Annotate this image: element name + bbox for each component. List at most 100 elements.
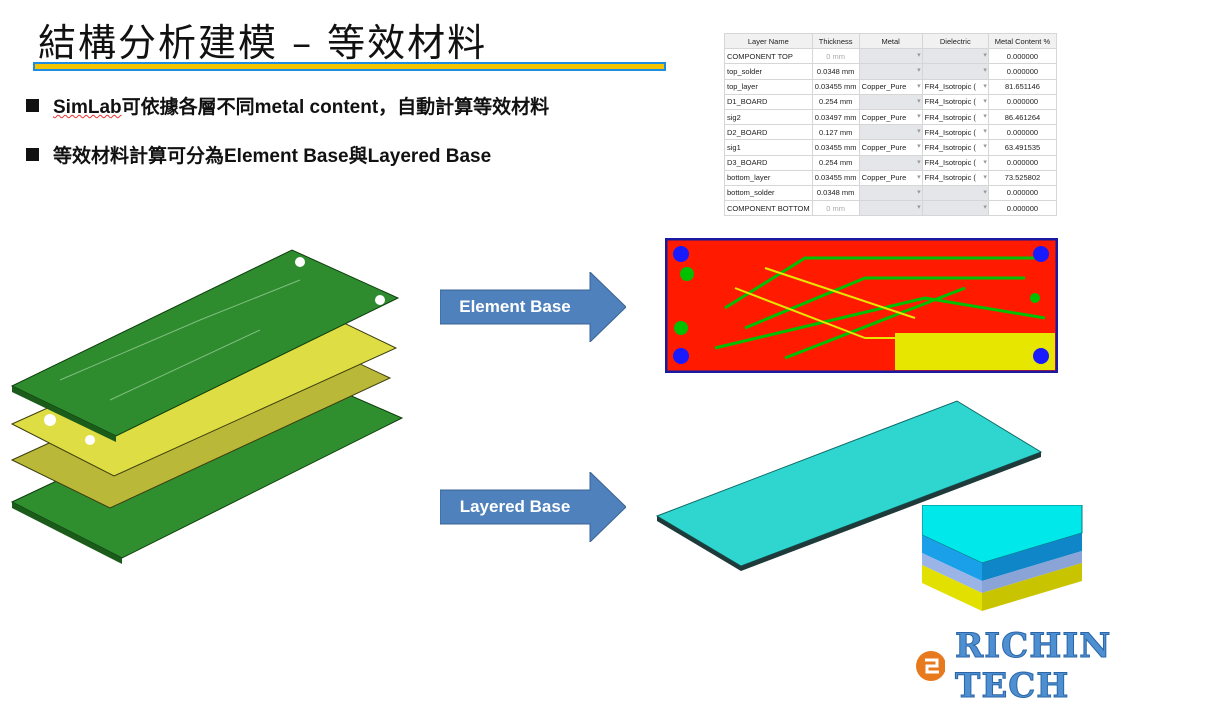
dielectric-select[interactable]: FR4_Isotropic ( ▾: [921, 78, 989, 95]
metal-content-cell: 0.000000: [987, 48, 1057, 65]
chevron-down-icon[interactable]: ▾: [917, 173, 921, 181]
table-row: D2_BOARD 0.127 mm ▾ FR4_Isotropic (▾ 0.0…: [724, 124, 1057, 141]
col-header: Layer Name: [724, 32, 813, 50]
layer-name: top_layer: [724, 78, 813, 95]
dielectric-value: FR4_Isotropic (: [924, 112, 976, 122]
metal-content-cell: 0.000000: [987, 154, 1057, 171]
layered-block-image: [922, 505, 1083, 611]
metal-select[interactable]: Copper_Pure▾: [858, 139, 923, 156]
slide-title: 結構分析建模 – 等效材料: [38, 21, 488, 65]
metal-content-cell: 63.491535: [987, 139, 1057, 156]
thickness-cell[interactable]: 0.03497 mm: [811, 108, 860, 126]
dielectric-select[interactable]: FR4_Isotropic ( ▾: [921, 124, 989, 141]
metal-select[interactable]: ▾: [858, 184, 923, 202]
col-header: Metal Content %: [987, 32, 1057, 50]
chevron-down-icon[interactable]: ▾: [983, 188, 987, 196]
col-header: Metal: [858, 32, 923, 50]
chevron-down-icon[interactable]: ▾: [917, 67, 921, 75]
bullet-2-text: 等效材料計算可分為Element Base與Layered Base: [53, 146, 492, 167]
thickness-cell[interactable]: 0.254 mm: [811, 154, 860, 171]
pcb-layer-top: [10, 249, 400, 445]
dielectric-select[interactable]: ▾: [921, 63, 989, 80]
metal-select[interactable]: Copper_Pure▾: [858, 169, 923, 186]
metal-select[interactable]: ▾: [858, 200, 923, 217]
bullet-square-icon: [26, 148, 39, 161]
thickness-cell[interactable]: 0.03455 mm: [811, 169, 860, 186]
metal-select[interactable]: ▾: [858, 63, 923, 80]
metal-select[interactable]: ▾: [858, 124, 923, 141]
thickness-cell[interactable]: 0.254 mm: [811, 93, 860, 110]
chevron-down-icon[interactable]: ▾: [983, 143, 987, 151]
chevron-down-icon[interactable]: ▾: [983, 128, 987, 136]
layer-name: D1_BOARD: [724, 93, 813, 110]
chevron-down-icon[interactable]: ▾: [983, 112, 987, 120]
chevron-down-icon[interactable]: ▾: [917, 188, 921, 196]
title-underline: [33, 62, 666, 71]
chevron-down-icon[interactable]: ▾: [917, 97, 921, 105]
layer-name: D2_BOARD: [724, 124, 813, 141]
dielectric-select[interactable]: ▾: [921, 200, 989, 217]
layered-base-slab-image: [655, 400, 1043, 571]
metal-content-cell: 0.000000: [987, 93, 1057, 110]
table-row: top_solder 0.0348 mm ▾ ▾ 0.000000: [724, 63, 1057, 80]
chevron-down-icon[interactable]: ▾: [983, 97, 987, 105]
table-row: bottom_solder 0.0348 mm ▾ ▾ 0.000000: [724, 184, 1057, 202]
chevron-down-icon[interactable]: ▾: [917, 143, 921, 151]
table-row: D1_BOARD 0.254 mm ▾ FR4_Isotropic (▾ 0.0…: [724, 93, 1057, 110]
dielectric-value: FR4_Isotropic (: [924, 127, 976, 137]
logo-text: RICHIN TECH: [955, 626, 1112, 706]
thickness-cell[interactable]: 0.0348 mm: [811, 63, 860, 80]
chevron-down-icon[interactable]: ▾: [917, 112, 921, 120]
chevron-down-icon[interactable]: ▾: [917, 158, 921, 166]
chevron-down-icon[interactable]: ▾: [983, 82, 987, 90]
dielectric-select[interactable]: ▾: [921, 184, 989, 202]
element-base-pcb-image: [665, 238, 1058, 373]
table-row: sig2 0.03497 mm Copper_Pure ▾ FR4_Isotrop…: [724, 108, 1057, 126]
dielectric-select[interactable]: ▾: [921, 48, 989, 65]
chevron-down-icon[interactable]: ▾: [917, 52, 921, 60]
layered-base-arrow: Layered Base: [440, 472, 626, 542]
layered-base-label: Layered Base: [459, 497, 571, 516]
richin-tech-logo: RICHIN TECH: [915, 626, 1221, 706]
metal-content-cell: 81.651146: [987, 78, 1057, 95]
thickness-cell[interactable]: 0.03455 mm: [811, 78, 860, 95]
metal-content-cell: 86.461264: [987, 108, 1057, 126]
metal-content-cell: 0.000000: [987, 63, 1057, 80]
chevron-down-icon[interactable]: ▾: [983, 52, 987, 60]
table-row: sig1 0.03455 mm Copper_Pure▾ FR4_Isotrop…: [724, 139, 1057, 156]
metal-select[interactable]: ▾: [858, 93, 923, 110]
chevron-down-icon[interactable]: ▾: [917, 204, 921, 212]
dielectric-select[interactable]: FR4_Isotropic (▾: [921, 154, 989, 171]
chevron-down-icon[interactable]: ▾: [983, 204, 987, 212]
chevron-down-icon[interactable]: ▾: [917, 82, 921, 90]
table-row: COMPONENT TOP 0 mm ▾ ▾ 0.000000: [724, 48, 1057, 65]
thickness-cell[interactable]: 0.0348 mm: [811, 184, 860, 202]
chevron-down-icon[interactable]: ▾: [983, 67, 987, 75]
metal-select[interactable]: Copper_Pure ▾: [858, 108, 923, 126]
dielectric-value: FR4_Isotropic (: [924, 97, 976, 107]
dielectric-select[interactable]: FR4_Isotropic ( ▾: [921, 93, 989, 110]
metal-value: Copper_Pure: [861, 112, 907, 122]
metal-select[interactable]: ▾: [858, 154, 923, 171]
chevron-down-icon[interactable]: ▾: [983, 173, 987, 181]
metal-content-cell: 0.000000: [987, 184, 1057, 202]
thickness-cell[interactable]: 0.03455 mm: [811, 139, 860, 156]
dielectric-select[interactable]: FR4_Isotropic ( ▾: [921, 108, 989, 126]
table-row: top_layer 0.03455 mm Copper_Pure▾ FR4_Is…: [724, 78, 1057, 95]
bullet-2: 等效材料計算可分為Element Base與Layered Base: [26, 141, 491, 168]
element-base-label: Element Base: [459, 297, 571, 316]
dielectric-value: FR4_Isotropic (: [924, 82, 976, 92]
dielectric-select[interactable]: FR4_Isotropic (▾: [921, 139, 989, 156]
chevron-down-icon[interactable]: ▾: [983, 158, 987, 166]
col-header: Thickness: [811, 32, 860, 50]
thickness-cell[interactable]: 0.127 mm: [811, 124, 860, 141]
chevron-down-icon[interactable]: ▾: [917, 128, 921, 136]
metal-select[interactable]: Copper_Pure▾: [858, 78, 923, 95]
thickness-cell[interactable]: 0 mm: [811, 200, 860, 217]
thickness-cell[interactable]: 0 mm: [811, 48, 860, 65]
dielectric-select[interactable]: FR4_Isotropic (▾: [921, 169, 989, 186]
layer-name: bottom_layer: [724, 169, 813, 186]
metal-select[interactable]: ▾: [858, 48, 923, 65]
layer-name: sig2: [724, 108, 813, 126]
table-row: D3_BOARD 0.254 mm ▾ FR4_Isotropic (▾ 0.0…: [724, 154, 1057, 171]
